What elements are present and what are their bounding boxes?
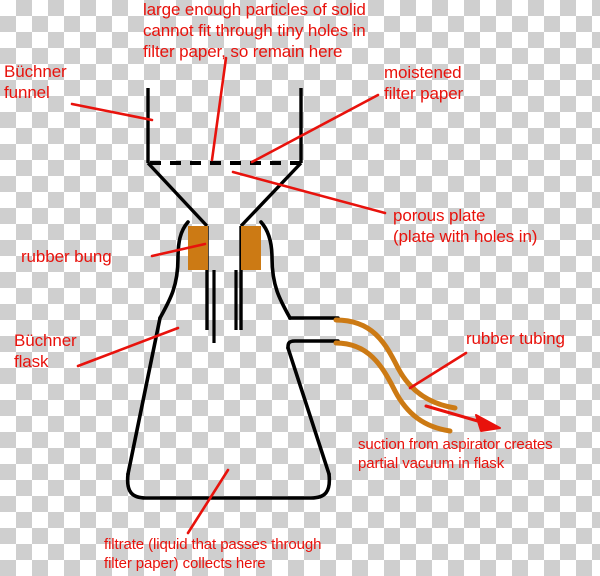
label-buchner-flask: Büchner flask <box>14 331 77 371</box>
rubber-tubing <box>333 317 458 434</box>
buchner-flask <box>125 220 340 500</box>
flask-neck-left <box>158 220 190 320</box>
flask-neck-right <box>259 220 292 320</box>
funnel-cone-left <box>146 161 209 228</box>
leader-solid-particles <box>210 56 228 162</box>
rubber-bung-left <box>188 226 208 270</box>
flask-body-left <box>126 316 162 476</box>
tubing-lower-line <box>333 340 453 434</box>
leader-porous-plate <box>231 170 387 215</box>
leader-buchner-funnel <box>70 102 154 122</box>
label-buchner-funnel: Büchner funnel <box>4 62 67 102</box>
flask-sidearm-bottom <box>286 339 340 350</box>
label-filtrate: filtrate (liquid that passes through fil… <box>104 536 322 572</box>
flask-base <box>125 472 332 500</box>
flask-body-right <box>286 346 331 476</box>
rubber-bung-right <box>241 226 261 270</box>
label-rubber-tubing: rubber tubing <box>466 329 565 348</box>
leader-filtrate <box>186 468 230 535</box>
suction-direction-arrow <box>424 404 501 432</box>
funnel-cone-right <box>239 161 303 228</box>
leader-buchner-flask <box>76 326 180 368</box>
leader-lines <box>70 56 468 535</box>
label-suction: suction from aspirator creates partial v… <box>358 436 553 472</box>
leader-rubber-tubing <box>408 351 468 390</box>
label-rubber-bung: rubber bung <box>21 247 112 266</box>
leader-rubber-bung <box>150 242 207 258</box>
funnel-stem-inside-flask <box>212 270 238 343</box>
label-moistened-filter-paper: moistened filter paper <box>384 63 464 103</box>
tubing-upper-line <box>333 317 458 411</box>
label-porous-plate: porous plate (plate with holes in) <box>393 206 538 246</box>
label-solid-particles: large enough particles of solid cannot f… <box>143 0 366 61</box>
leader-moistened-filter-paper <box>250 93 380 164</box>
